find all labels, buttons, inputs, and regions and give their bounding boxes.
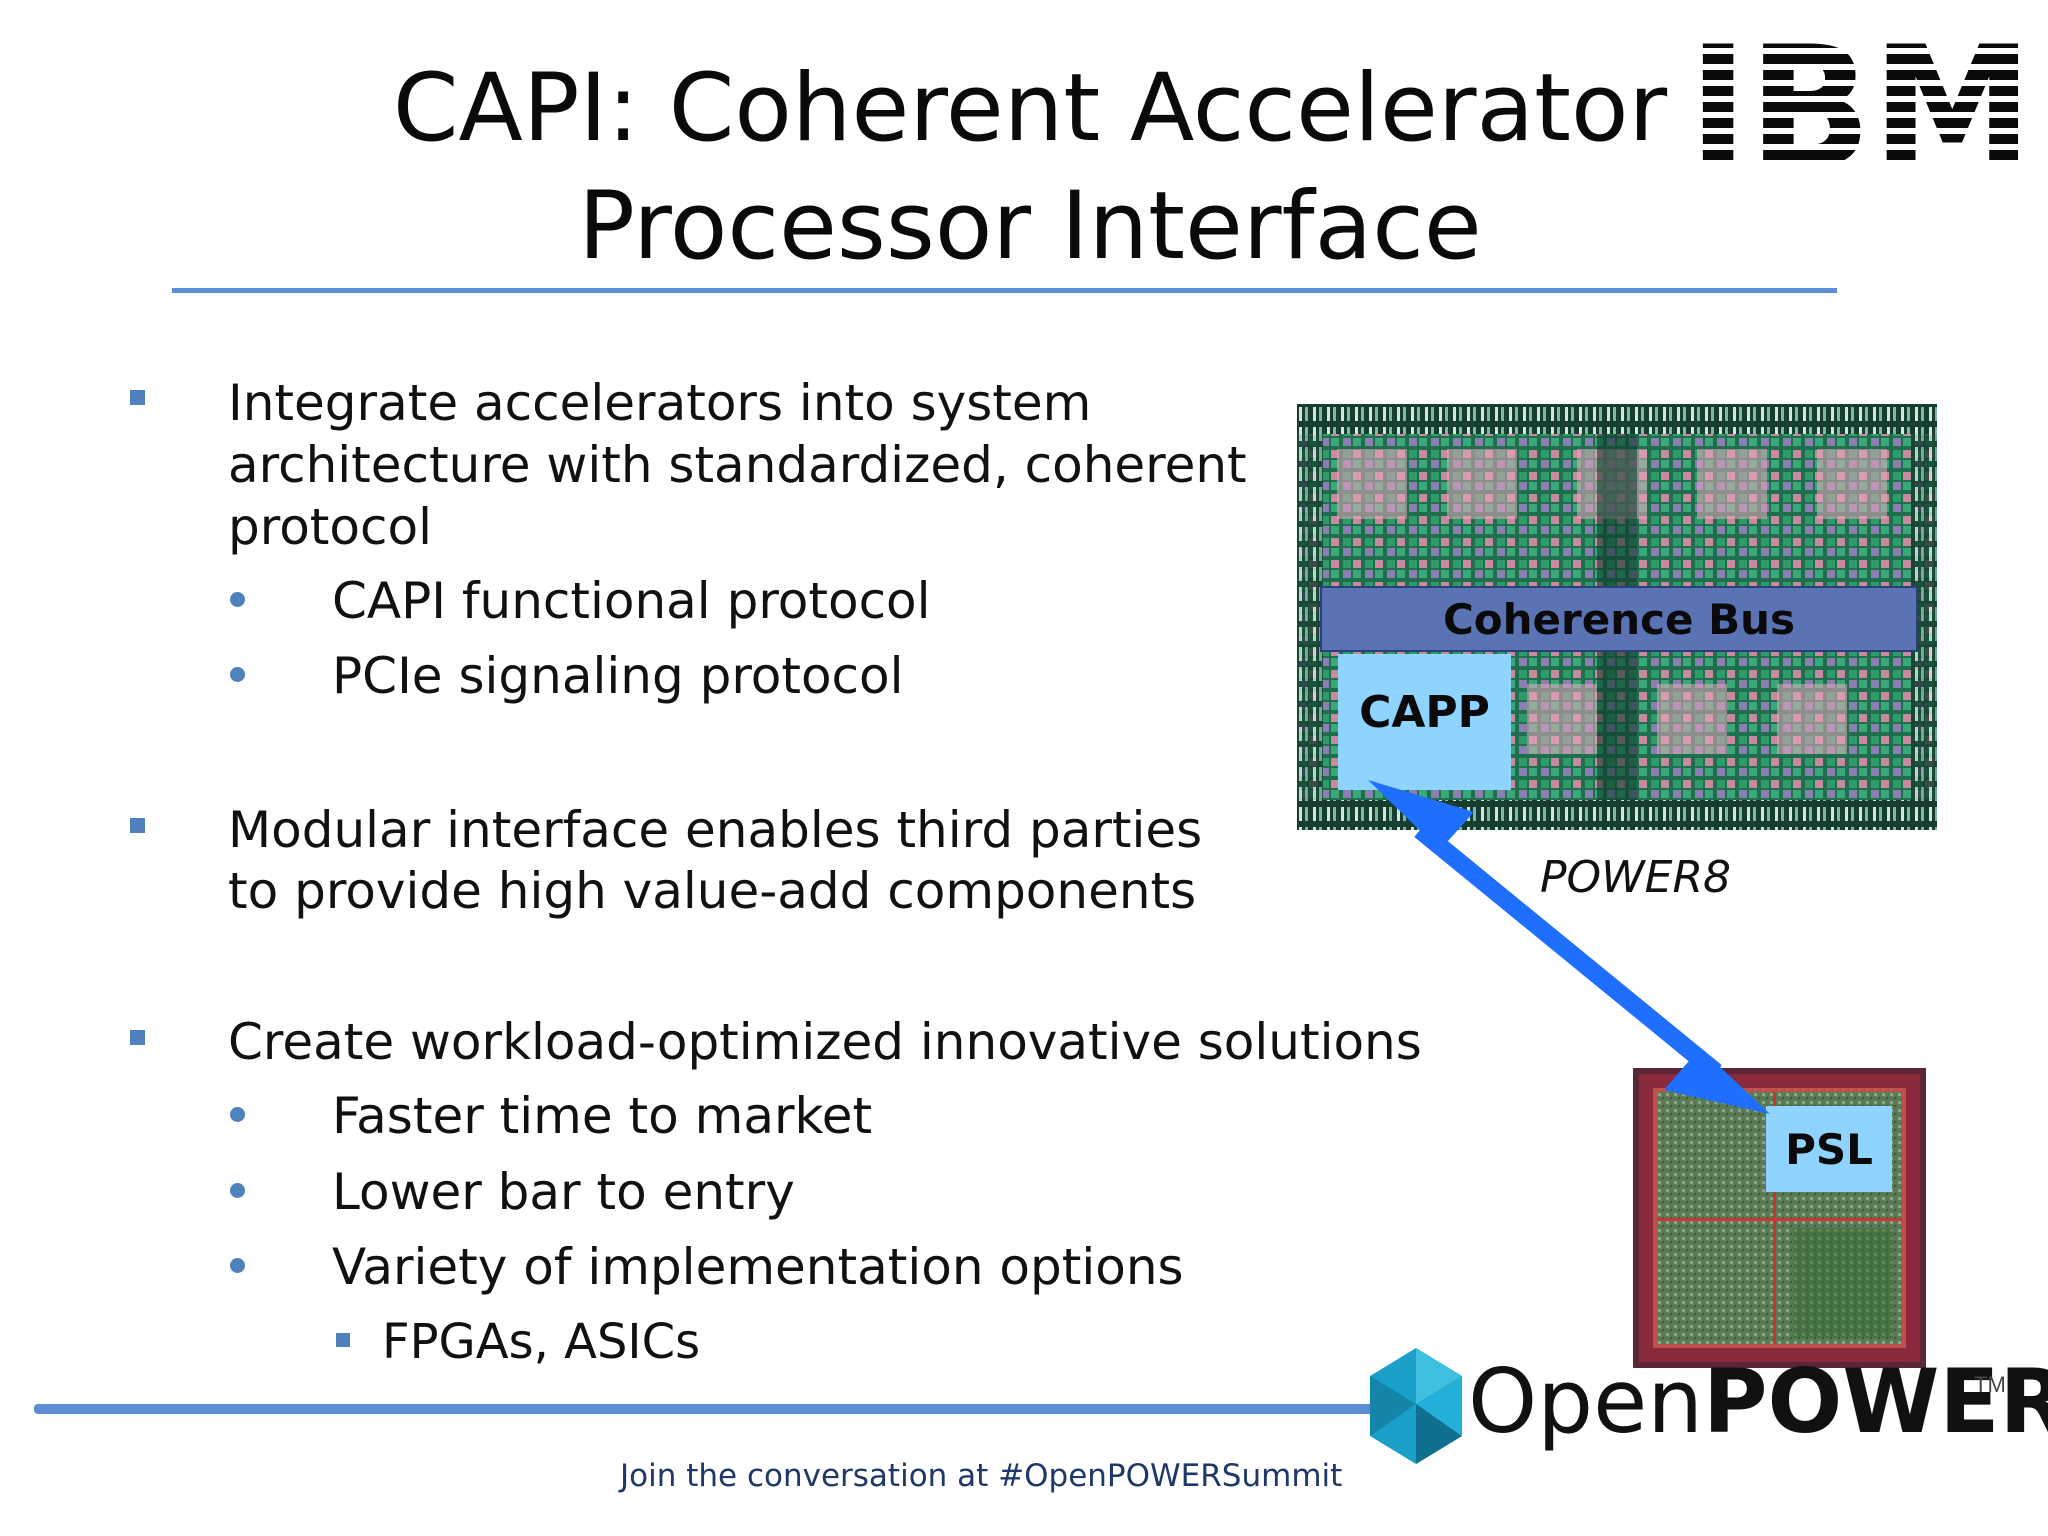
bullet-marker xyxy=(130,390,145,405)
subsub-bullet-marker xyxy=(336,1333,350,1347)
coherence-bus-box: Coherence Bus xyxy=(1320,586,1918,652)
capp-label: CAPP xyxy=(1359,686,1490,738)
openpower-power: POWER xyxy=(1703,1350,2048,1453)
openpower-hex-icon xyxy=(1370,1348,1462,1464)
bullet-1-line1: Integrate accelerators into system xyxy=(228,374,1092,432)
title-underline xyxy=(172,288,1837,293)
bullet-3-sub-1: Faster time to market xyxy=(332,1087,873,1145)
sub-bullet-marker xyxy=(230,1183,245,1198)
sub-bullet-marker xyxy=(230,1107,245,1122)
coherence-bus-label: Coherence Bus xyxy=(1442,594,1796,644)
sub-bullet-marker xyxy=(230,592,245,607)
psl-box: PSL xyxy=(1766,1106,1892,1192)
bullet-3-line1: Create workload-optimized innovative sol… xyxy=(228,1013,1422,1071)
openpower-open: Open xyxy=(1468,1350,1704,1453)
bullet-1-sub-2: PCIe signaling protocol xyxy=(332,647,904,705)
bullet-marker xyxy=(130,818,145,833)
bullet-3-sub-3: Variety of implementation options xyxy=(332,1238,1184,1296)
capp-box: CAPP xyxy=(1338,654,1511,790)
bullet-2-line1: Modular interface enables third parties xyxy=(228,801,1203,859)
openpower-wordmark: OpenPOWER xyxy=(1468,1358,2048,1446)
psl-label: PSL xyxy=(1785,1124,1873,1174)
trademark-symbol: TM xyxy=(1974,1372,2006,1397)
slide-title-line1: CAPI: Coherent Accelerator xyxy=(392,54,1668,163)
fpga-die-image xyxy=(1633,1068,1926,1368)
bullet-2-line2: to provide high value-add components xyxy=(228,862,1197,920)
sub-bullet-marker xyxy=(230,1258,245,1273)
footer-text: Join the conversation at #OpenPOWERSummi… xyxy=(620,1458,1343,1494)
power8-label: POWER8 xyxy=(1540,852,1732,903)
ibm-logo: IBM xyxy=(1688,38,2033,174)
bullet-marker xyxy=(130,1030,145,1045)
bullet-1-sub-1: CAPI functional protocol xyxy=(332,572,931,630)
bullet-3-subsub-1: FPGAs, ASICs xyxy=(382,1314,701,1370)
slide-title-line2: Processor Interface xyxy=(578,172,1482,281)
bullet-3-sub-2: Lower bar to entry xyxy=(332,1163,795,1221)
bullet-1-line2: architecture with standardized, coherent xyxy=(228,436,1247,494)
footer-rule xyxy=(34,1404,1389,1414)
sub-bullet-marker xyxy=(230,667,245,682)
bullet-1-line3: protocol xyxy=(228,498,432,556)
